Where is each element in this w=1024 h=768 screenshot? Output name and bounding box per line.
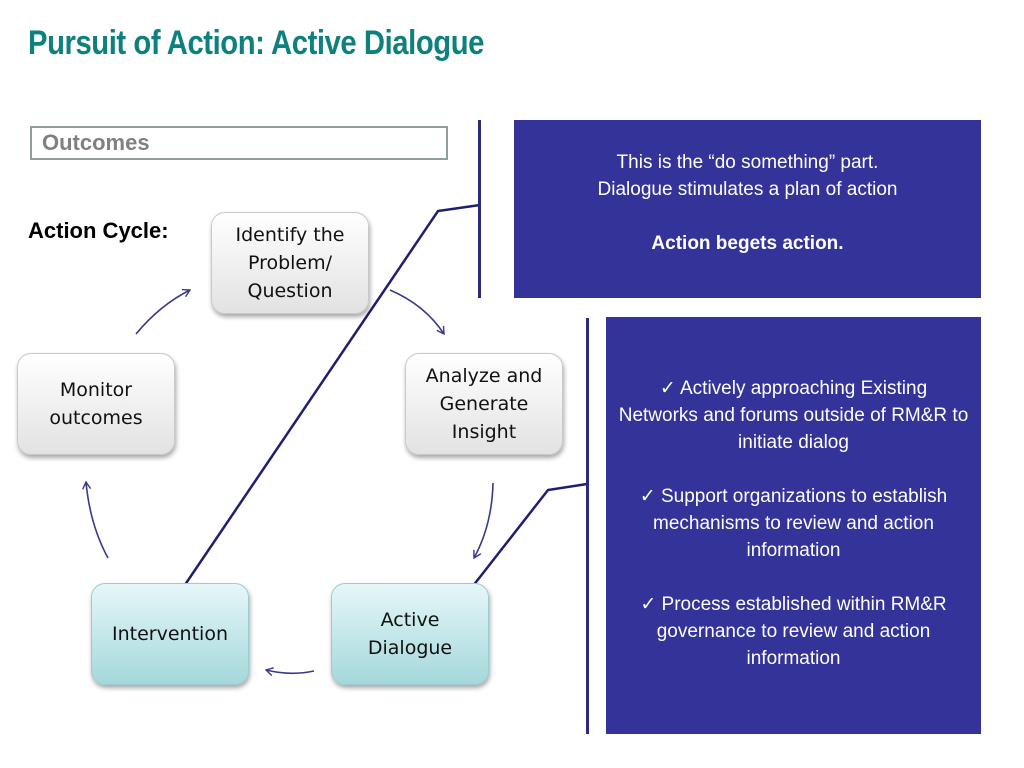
node-active-dialogue: Active Dialogue (331, 583, 489, 685)
action-cycle-label: Action Cycle: (28, 218, 169, 243)
callout-bracket-top (478, 120, 481, 298)
node-identify-label: Identify the Problem/ Question (235, 224, 345, 302)
arrow-identify-to-analyze (389, 289, 445, 336)
node-analyze-label: Analyze and Generate Insight (425, 365, 543, 443)
bullet-item-3: ✓ Process established within RM&R govern… (640, 594, 947, 669)
top-info-panel: This is the “do something” part. Dialogu… (514, 120, 981, 298)
callout-line-intervention (170, 203, 481, 605)
node-intervention: Intervention (91, 583, 249, 685)
arrow-dialogue-to-intervention (264, 667, 315, 677)
arrow-analyze-to-dialogue (473, 482, 494, 560)
top-panel-line-1: This is the “do something” part. (616, 152, 879, 173)
bottom-info-panel: ✓ Actively approaching Existing Networks… (606, 317, 981, 734)
page-title: Pursuit of Action: Active Dialogue (28, 24, 484, 62)
node-monitor-label: Monitor outcomes (49, 379, 143, 429)
top-panel-line-2: Dialogue stimulates a plan of action (597, 179, 898, 200)
arrow-intervention-to-monitor (82, 480, 109, 559)
callout-line-dialogue (461, 482, 588, 601)
outcomes-box: Outcomes (30, 126, 448, 160)
node-monitor-outcomes: Monitor outcomes (17, 353, 175, 455)
top-panel-emphasis: Action begets action. (651, 233, 844, 254)
node-analyze-insight: Analyze and Generate Insight (405, 353, 563, 455)
bullet-item-1: ✓ Actively approaching Existing Networks… (618, 378, 969, 453)
arrow-monitor-to-identify (135, 288, 192, 335)
node-intervention-label: Intervention (112, 623, 228, 645)
bullet-item-2: ✓ Support organizations to establish mec… (639, 486, 948, 561)
node-identify-problem: Identify the Problem/ Question (211, 212, 369, 314)
node-dialogue-label: Active Dialogue (367, 609, 453, 659)
callout-bracket-bottom (586, 318, 589, 734)
